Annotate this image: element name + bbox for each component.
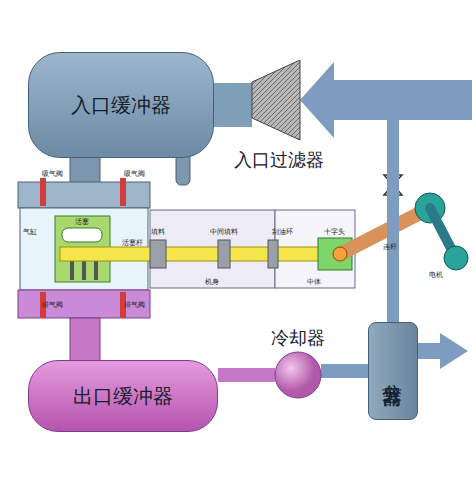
- separator-vessel: 分离器: [368, 322, 418, 420]
- part-name: 中体: [307, 277, 321, 287]
- buffer-tank: 入口缓冲器: [28, 52, 214, 158]
- cooler-sphere: [275, 352, 321, 398]
- buffer-tank: 出口缓冲器: [28, 360, 218, 432]
- part-name: 吸气阀: [42, 169, 63, 179]
- part-name: 排气阀: [42, 300, 63, 310]
- discharge-valve-block: [18, 290, 150, 318]
- pipe: [214, 83, 252, 127]
- component-label: 分离器: [380, 368, 407, 374]
- part-name: 吸气阀: [124, 169, 145, 179]
- packing: [150, 240, 166, 268]
- motor-shaft: [444, 246, 468, 270]
- component-label: 入口过滤器: [234, 148, 324, 172]
- pipe-connector: [300, 62, 472, 322]
- pipe: [218, 368, 275, 382]
- part-name: 活塞: [75, 217, 89, 227]
- arrow-head: [300, 62, 334, 138]
- part-name: 中间填料: [210, 227, 238, 237]
- arrow-shaft: [332, 80, 472, 120]
- pin: [333, 247, 347, 261]
- outlet-pipe: [418, 343, 442, 359]
- cooler-body: [275, 352, 321, 398]
- component-label: 出口缓冲器: [73, 383, 173, 410]
- valve-marker: [120, 178, 126, 206]
- part-name: 电机: [429, 270, 443, 280]
- part-name: 十字头: [324, 227, 345, 237]
- cooler-sphere: 冷却器: [275, 352, 321, 398]
- pipe-connector: [214, 105, 252, 106]
- outlet-pipe: [70, 318, 100, 363]
- suction-valve-block: [18, 182, 150, 208]
- part-name: 机身: [205, 277, 219, 287]
- pipe-connector: [321, 371, 368, 372]
- oil-ring: [268, 240, 278, 268]
- piston-window: [62, 228, 102, 242]
- valve-marker: [40, 178, 46, 206]
- filter-cone: [252, 60, 300, 140]
- pipe-connector: [218, 375, 275, 376]
- part-name: 气缸: [23, 227, 37, 237]
- filter-cone: 入口过滤器: [252, 60, 300, 140]
- outlet-arrow: [440, 333, 468, 369]
- packing: [218, 240, 230, 268]
- filter-mesh: [252, 60, 300, 140]
- component-label: 入口缓冲器: [71, 92, 171, 119]
- part-name: 排气阀: [124, 300, 145, 310]
- component-label: 冷却器: [271, 326, 325, 350]
- part-name: 活塞杆: [122, 238, 143, 248]
- part-name: 连杆: [383, 242, 397, 252]
- pipe: [321, 364, 368, 378]
- pipe: [327, 100, 393, 322]
- piston-rod: [60, 247, 332, 261]
- part-name: 刮油环: [272, 227, 293, 237]
- part-name: 填料: [151, 227, 165, 237]
